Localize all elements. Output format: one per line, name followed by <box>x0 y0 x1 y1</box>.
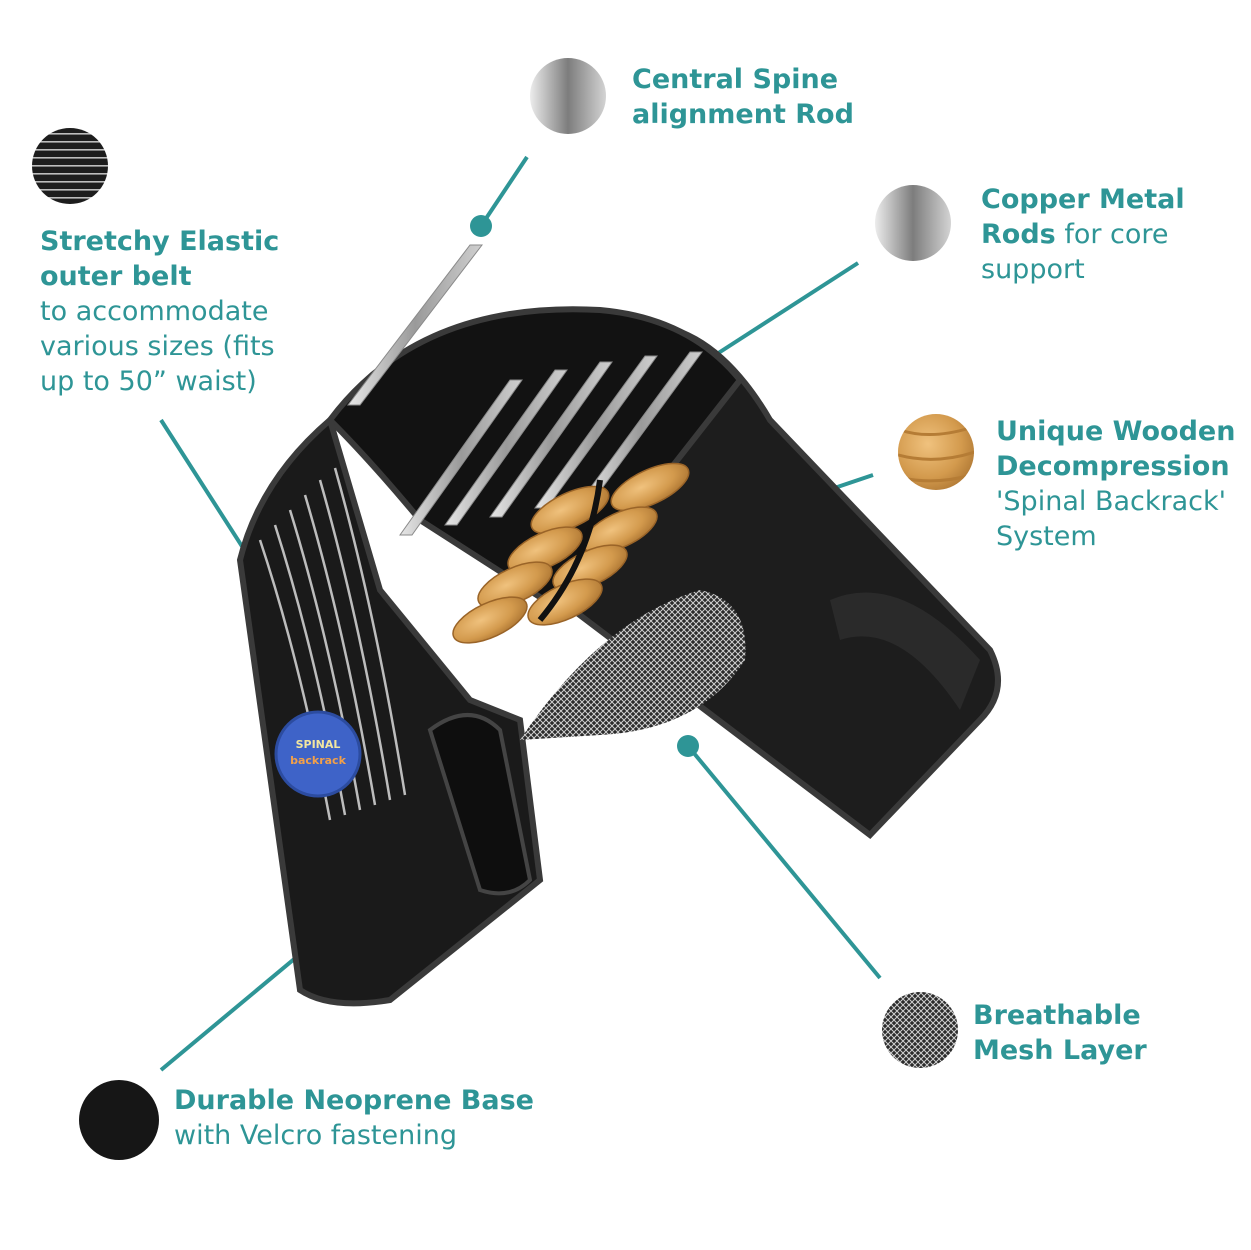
neoprene-swatch <box>79 1080 159 1160</box>
elastic-title-2: outer belt <box>40 261 192 292</box>
neoprene-desc-1: with Velcro fastening <box>174 1120 457 1151</box>
copper-rods-title-2: Rods <box>981 219 1056 250</box>
elastic-swatch <box>32 128 108 204</box>
elastic-desc-1: to accommodate <box>40 296 269 327</box>
badge-line1: SPINAL <box>296 738 341 751</box>
copper-rods-desc-1: support <box>981 254 1085 285</box>
wooden-desc-2: System <box>996 521 1097 552</box>
copper-rods-label: Copper Metal Rods for core support <box>981 182 1241 287</box>
wooden-desc-1: 'Spinal Backrack' <box>996 486 1227 517</box>
spine-rod-title-1: Central Spine <box>632 64 839 95</box>
spine-rod-label: Central Spine alignment Rod <box>632 62 932 132</box>
elastic-label: Stretchy Elastic outer belt to accommoda… <box>40 224 340 399</box>
elastic-title-1: Stretchy Elastic <box>40 226 280 257</box>
wooden-title-2: Decompression <box>996 451 1230 482</box>
spine-rod-swatch <box>530 58 606 134</box>
mesh-label: Breathable Mesh Layer <box>973 998 1223 1068</box>
mesh-title-2: Mesh Layer <box>973 1035 1147 1066</box>
neoprene-label: Durable Neoprene Base with Velcro fasten… <box>174 1083 594 1153</box>
elastic-desc-2: various sizes (fits <box>40 331 275 362</box>
copper-rods-title-1: Copper Metal <box>981 184 1185 215</box>
spine-rod-title-2: alignment Rod <box>632 99 854 130</box>
badge-line2: backrack <box>290 754 347 767</box>
mesh-swatch <box>882 992 958 1068</box>
mesh-title-1: Breathable <box>973 1000 1141 1031</box>
wood-swatch <box>898 414 974 490</box>
wooden-title-1: Unique Wooden <box>996 416 1236 447</box>
copper-rod-swatch <box>875 185 951 261</box>
neoprene-title-1: Durable Neoprene Base <box>174 1085 534 1116</box>
elastic-desc-3: up to 50” waist) <box>40 366 257 397</box>
wooden-label: Unique Wooden Decompression 'Spinal Back… <box>996 414 1246 554</box>
copper-rods-title-2-rest: for core <box>1055 219 1169 250</box>
back-brace-illustration: SPINAL backrack <box>236 244 1001 1007</box>
